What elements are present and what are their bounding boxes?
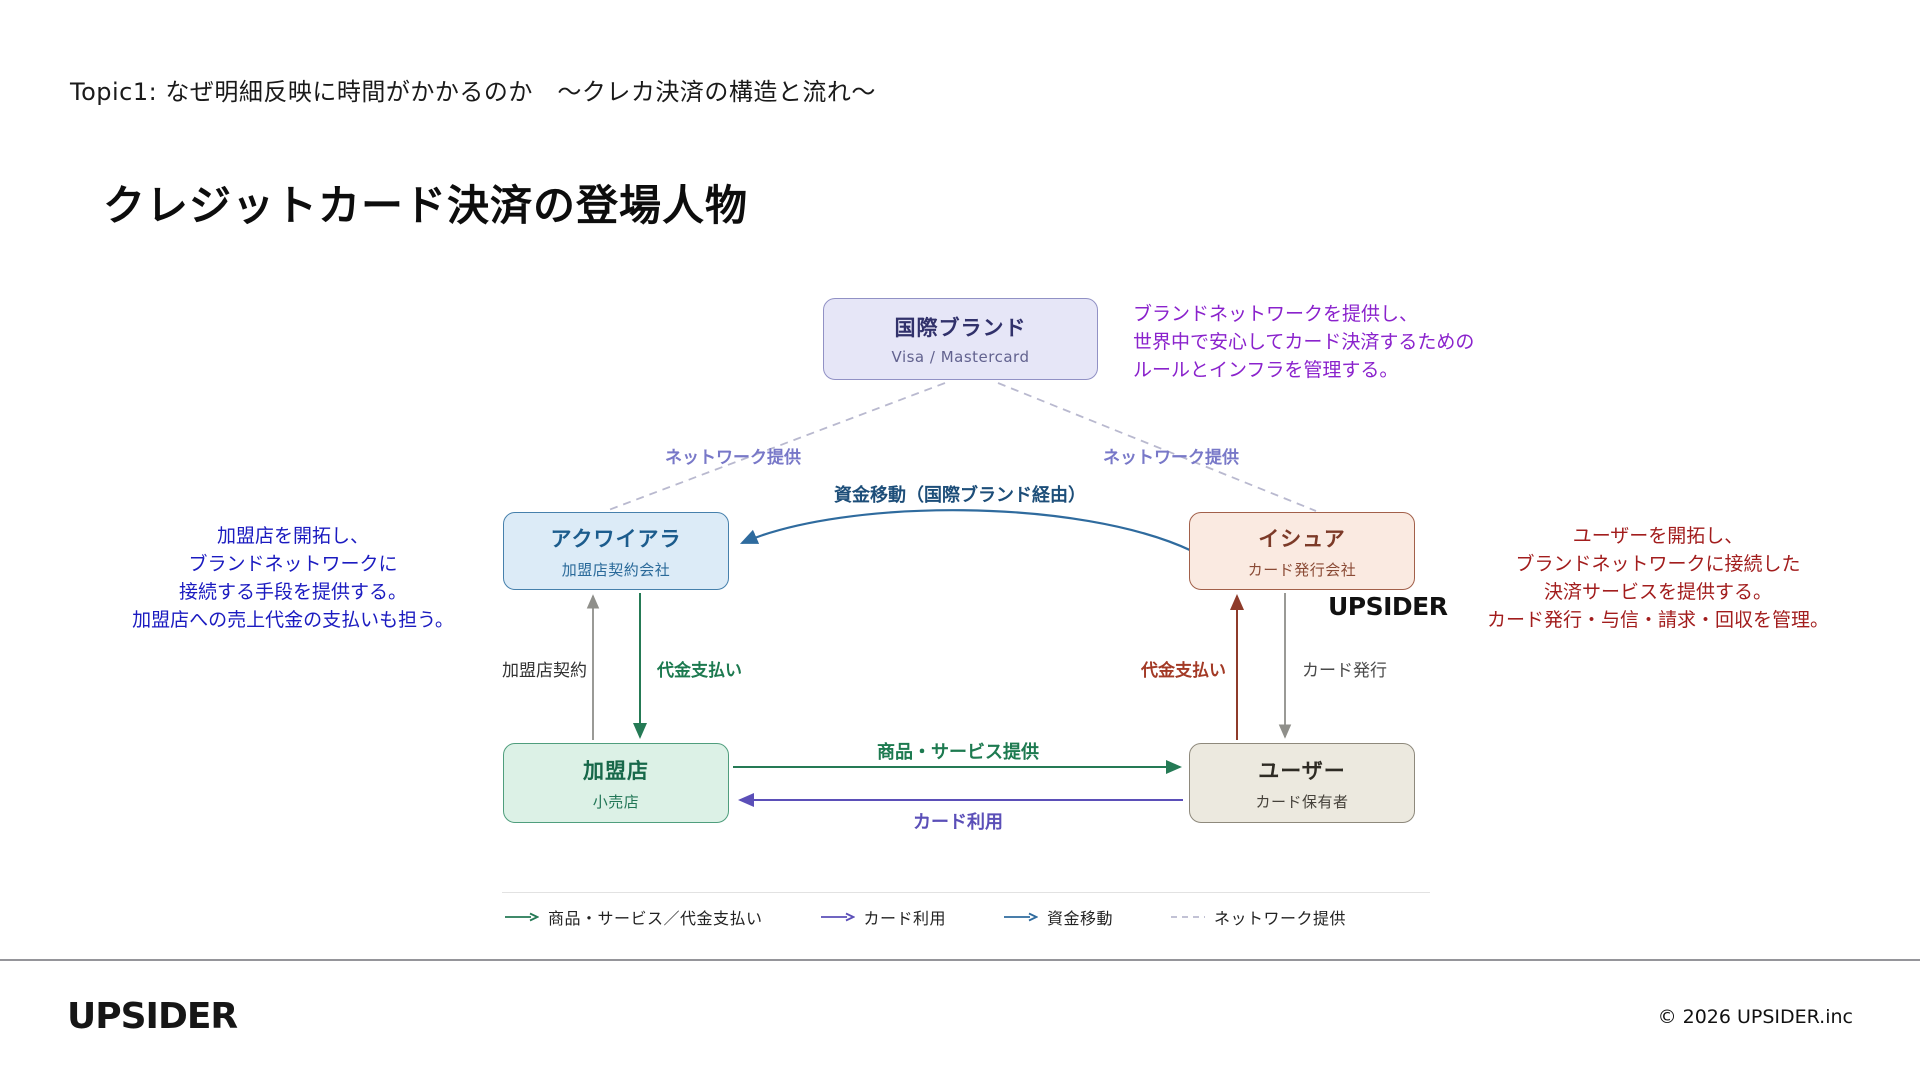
upsider-watermark-logo: UPSIDER (1328, 592, 1448, 621)
issuer-annotation: ユーザーを開拓し、 ブランドネットワークに接続した 決済サービスを提供する。 カ… (1486, 525, 1829, 631)
label-payment-right: 代金支払い (1141, 661, 1226, 681)
dashed-line-icon (1171, 916, 1206, 918)
acquirer-annotation: 加盟店を開拓し、 ブランドネットワークに 接続する手段を提供する。 加盟店への売… (132, 525, 454, 631)
green-arrow-icon (505, 912, 539, 922)
legend-label: カード利用 (863, 909, 947, 928)
node-international-brand: 国際ブランド Visa / Mastercard (823, 298, 1098, 380)
node-subtitle: カード発行会社 (1247, 560, 1357, 579)
label-card-usage: カード利用 (913, 812, 1003, 833)
label-card-issuing: カード発行 (1302, 661, 1387, 681)
legend-item-funds: 資金移動 (1004, 905, 1113, 929)
legend: 商品・サービス／代金支払い カード利用 資金移動 ネットワーク提供 (505, 905, 1435, 929)
label-payment-left: 代金支払い (657, 661, 742, 681)
funds-curve (739, 509, 1193, 552)
legend-divider (502, 892, 1430, 893)
legend-label: 資金移動 (1047, 909, 1114, 928)
blue-arrow-icon (1004, 912, 1039, 922)
copyright-text: © 2026 UPSIDER.inc (1657, 1006, 1853, 1028)
label-merchant-contract: 加盟店契約 (502, 661, 587, 681)
node-merchant: 加盟店 小売店 (503, 743, 729, 823)
node-title: 国際ブランド (894, 316, 1027, 340)
node-issuer: イシュア カード発行会社 (1189, 512, 1415, 590)
label-network-right: ネットワーク提供 (1103, 448, 1239, 468)
legend-label: 商品・サービス／代金支払い (548, 909, 763, 928)
legend-label: ネットワーク提供 (1214, 909, 1347, 928)
brand-annotation: ブランドネットワークを提供し、 世界中で安心してカード決済するための ルールとイ… (1133, 303, 1475, 381)
node-title: ユーザー (1258, 758, 1346, 783)
node-title: イシュア (1258, 526, 1346, 551)
node-subtitle: カード保有者 (1255, 792, 1349, 811)
label-goods-services: 商品・サービス提供 (877, 742, 1039, 763)
label-network-left: ネットワーク提供 (665, 448, 801, 468)
label-funds-via-brand: 資金移動（国際ブランド経由） (834, 485, 1086, 506)
node-title: 加盟店 (583, 758, 649, 783)
legend-item-goods-payment: 商品・サービス／代金支払い (505, 905, 763, 929)
purple-arrow-icon (820, 912, 855, 922)
topic-header: Topic1: なぜ明細反映に時間がかかるのか 〜クレカ決済の構造と流れ〜 (70, 78, 876, 106)
node-user: ユーザー カード保有者 (1189, 743, 1415, 823)
node-subtitle: 小売店 (592, 792, 640, 811)
node-acquirer: アクワイアラ 加盟店契約会社 (503, 512, 729, 590)
legend-item-network: ネットワーク提供 (1171, 905, 1346, 929)
page-title: クレジットカード決済の登場人物 (103, 181, 749, 230)
node-title: アクワイアラ (550, 526, 682, 551)
legend-item-card-usage: カード利用 (820, 905, 947, 929)
node-subtitle: Visa / Mastercard (891, 348, 1030, 366)
upsider-footer-logo: UPSIDER (67, 996, 238, 1037)
footer-divider (0, 959, 1920, 961)
node-subtitle: 加盟店契約会社 (561, 560, 671, 579)
